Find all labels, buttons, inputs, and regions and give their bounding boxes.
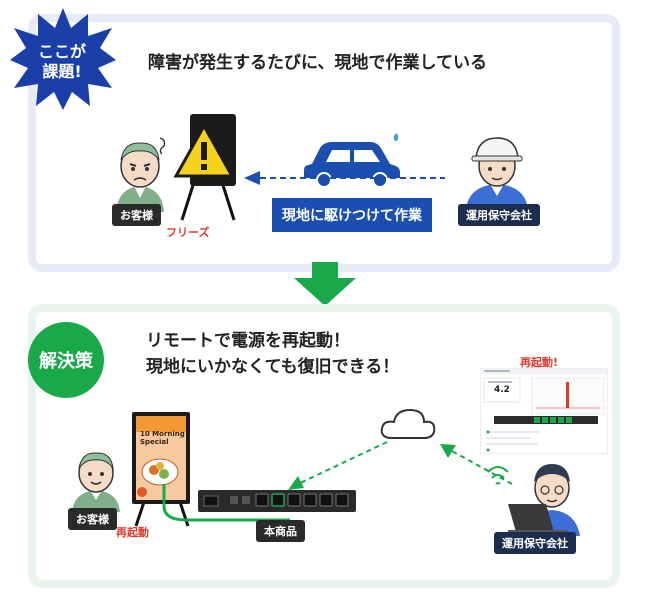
- dashboard-restart-caption: 再起動!: [520, 356, 559, 369]
- problem-badge-text: ここが 課題!: [22, 42, 102, 82]
- frozen-signage-icon: [173, 114, 236, 221]
- problem-customer-label: お客様: [112, 204, 161, 226]
- down-arrow-icon: [294, 262, 356, 306]
- solution-title-line2: 現地にいかなくても復旧できる！: [146, 357, 400, 377]
- problem-badge-line1: ここが: [37, 42, 86, 61]
- signage-title: 10 Morning Special: [140, 430, 185, 446]
- car-travel-icon: [304, 133, 400, 188]
- dashboard-value: 4.2: [494, 385, 510, 395]
- solution-maintenance-label: 運用保守会社: [494, 532, 576, 554]
- problem-burst-badge: [10, 8, 116, 110]
- power-strip-product: [162, 484, 356, 522]
- solution-title-line1: リモートで電源を再起動！: [146, 331, 350, 351]
- dashed-arrow-to-site: [244, 171, 445, 185]
- signage-restart-label: 再起動: [116, 526, 149, 539]
- freeze-label: フリーズ: [166, 226, 210, 239]
- problem-badge-line2: 課題!: [42, 62, 82, 81]
- problem-maintenance-label: 運用保守会社: [458, 204, 540, 226]
- worried-customer-icon: [116, 137, 166, 212]
- maintenance-worker-icon: [466, 137, 528, 210]
- problem-title: 障害が発生するたびに、現地で作業している: [148, 53, 487, 73]
- solution-title: リモートで電源を再起動！ 現地にいかなくても復旧できる！: [146, 328, 399, 380]
- digital-signage-icon: [132, 412, 190, 527]
- go-to-site-box: 現地に駆けつけて作業: [272, 198, 432, 232]
- solution-badge: 解決策: [28, 322, 104, 398]
- product-label: 本商品: [256, 520, 305, 542]
- remote-signal-arrows: [288, 441, 513, 490]
- solution-customer-label: お客様: [68, 508, 117, 530]
- cloud-icon: [380, 408, 436, 439]
- remote-maintenance-worker-icon: [487, 464, 580, 536]
- customer-icon: [72, 452, 120, 512]
- dashboard-screenshot: [480, 368, 608, 454]
